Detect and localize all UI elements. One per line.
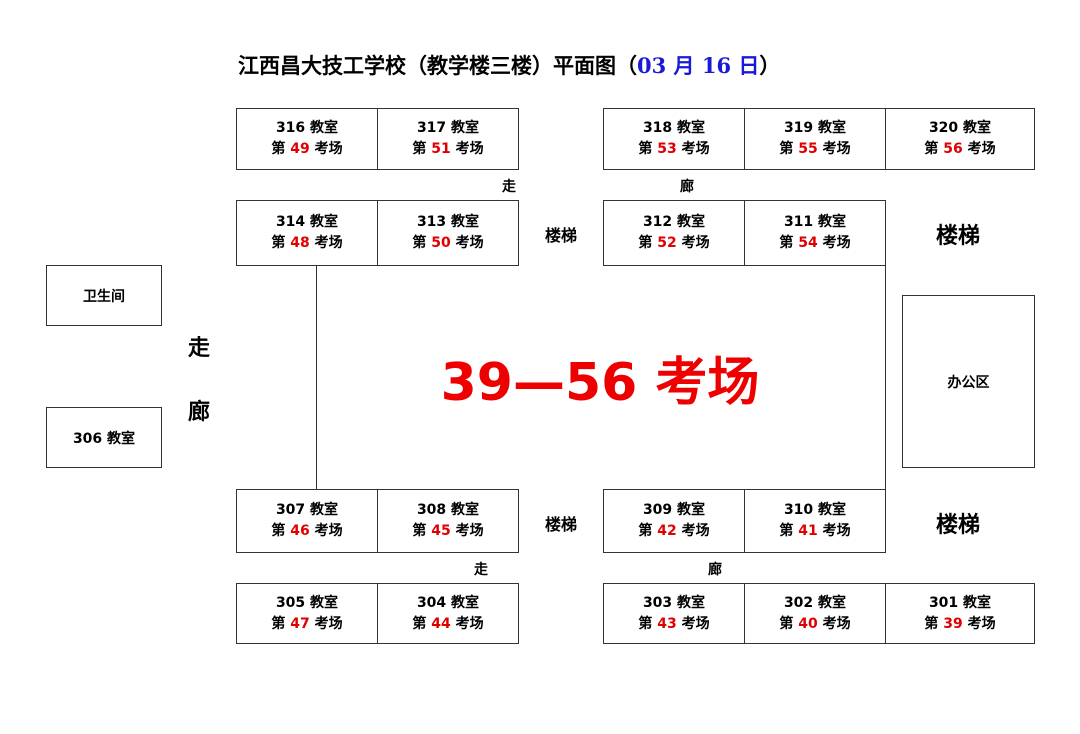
room-name: 309 教室 — [642, 502, 706, 518]
stairs-label: 楼梯 — [545, 226, 578, 245]
room-309: 309 教室 第 42 考场 — [603, 489, 745, 553]
room-304: 304 教室 第 44 考场 — [377, 583, 519, 644]
room-name: 310 教室 — [783, 502, 847, 518]
title-prefix: 江西昌大技工学校（教学楼三楼）平面图（ — [238, 53, 637, 78]
room-305: 305 教室 第 47 考场 — [236, 583, 378, 644]
exam-label: 第 39 考场 — [924, 615, 996, 632]
room-name: 316 教室 — [275, 120, 339, 136]
room-name: 320 教室 — [928, 120, 992, 136]
exam-number: 44 — [431, 615, 451, 632]
courtyard-left-edge — [316, 266, 317, 489]
room-name: 301 教室 — [928, 594, 992, 611]
room-313: 313 教室 第 50 考场 — [377, 200, 519, 266]
exam-number: 49 — [290, 141, 310, 157]
room-310: 310 教室 第 41 考场 — [744, 489, 886, 553]
room-name: 317 教室 — [416, 120, 480, 136]
stairs-label: 楼梯 — [936, 512, 981, 538]
room-316: 316 教室 第 49 考场 — [236, 108, 378, 170]
room-name: 313 教室 — [416, 214, 480, 230]
page-title: 江西昌大技工学校（教学楼三楼）平面图（03 月 16 日） — [238, 50, 780, 80]
exam-number: 39 — [943, 615, 963, 632]
exam-label: 第 45 考场 — [412, 523, 484, 539]
room-name: 304 教室 — [416, 594, 480, 611]
exam-label: 第 50 考场 — [412, 235, 484, 251]
room-318: 318 教室 第 53 考场 — [603, 108, 745, 170]
room-314: 314 教室 第 48 考场 — [236, 200, 378, 266]
stairs-label: 楼梯 — [545, 515, 578, 534]
exam-label: 第 48 考场 — [271, 235, 343, 251]
exam-label: 第 46 考场 — [271, 523, 343, 539]
exam-number: 48 — [290, 235, 310, 251]
exam-number: 51 — [431, 141, 451, 157]
toilet-box: 卫生间 — [46, 265, 162, 326]
corridor-label-zou: 走 — [502, 179, 516, 195]
room-name: 312 教室 — [642, 214, 706, 230]
center-exam-range: 39—56 考场 — [440, 353, 760, 413]
exam-number: 52 — [657, 235, 677, 251]
room-name: 308 教室 — [416, 502, 480, 518]
exam-label: 第 49 考场 — [271, 141, 343, 157]
title-suffix: ） — [759, 53, 781, 78]
room-name: 319 教室 — [783, 120, 847, 136]
room-name: 302 教室 — [783, 594, 847, 611]
exam-label: 第 40 考场 — [779, 615, 851, 632]
exam-number: 50 — [431, 235, 451, 251]
exam-number: 40 — [798, 615, 818, 632]
title-date: 03 月 16 日 — [637, 53, 760, 78]
exam-label: 第 41 考场 — [779, 523, 851, 539]
exam-number: 47 — [290, 615, 310, 632]
room-name: 314 教室 — [275, 214, 339, 230]
exam-number: 56 — [943, 141, 963, 157]
room-name: 318 教室 — [642, 120, 706, 136]
corridor-label-lang: 廊 — [708, 562, 722, 578]
room-312: 312 教室 第 52 考场 — [603, 200, 745, 266]
exam-number: 43 — [657, 615, 677, 632]
exam-label: 第 43 考场 — [638, 615, 710, 632]
room-302: 302 教室 第 40 考场 — [744, 583, 886, 644]
office-box: 办公区 — [902, 295, 1035, 468]
exam-label: 第 53 考场 — [638, 141, 710, 157]
room-name: 303 教室 — [642, 594, 706, 611]
exam-number: 54 — [798, 235, 818, 251]
exam-number: 55 — [798, 141, 818, 157]
room-307: 307 教室 第 46 考场 — [236, 489, 378, 553]
room-317: 317 教室 第 51 考场 — [377, 108, 519, 170]
exam-label: 第 44 考场 — [412, 615, 484, 632]
exam-number: 53 — [657, 141, 677, 157]
corridor-label-lang: 廊 — [680, 179, 694, 195]
exam-number: 46 — [290, 523, 310, 539]
exam-number: 45 — [431, 523, 451, 539]
stairs-label: 楼梯 — [936, 223, 981, 249]
room-303: 303 教室 第 43 考场 — [603, 583, 745, 644]
corridor-label-lang: 廊 — [188, 399, 211, 425]
room-308: 308 教室 第 45 考场 — [377, 489, 519, 553]
exam-label: 第 54 考场 — [779, 235, 851, 251]
exam-label: 第 51 考场 — [412, 141, 484, 157]
exam-label: 第 56 考场 — [924, 141, 996, 157]
exam-label: 第 42 考场 — [638, 523, 710, 539]
room-320: 320 教室 第 56 考场 — [885, 108, 1035, 170]
corridor-label-zou: 走 — [474, 562, 488, 578]
room-319: 319 教室 第 55 考场 — [744, 108, 886, 170]
exam-label: 第 47 考场 — [271, 615, 343, 632]
exam-number: 41 — [798, 523, 818, 539]
exam-label: 第 55 考场 — [779, 141, 851, 157]
courtyard-right-edge — [885, 266, 886, 489]
corridor-label-zou: 走 — [188, 335, 211, 361]
room-306-box: 306 教室 — [46, 407, 162, 468]
room-301: 301 教室 第 39 考场 — [885, 583, 1035, 644]
room-name: 307 教室 — [275, 502, 339, 518]
exam-label: 第 52 考场 — [638, 235, 710, 251]
exam-number: 42 — [657, 523, 677, 539]
room-name: 305 教室 — [275, 594, 339, 611]
room-311: 311 教室 第 54 考场 — [744, 200, 886, 266]
room-name: 311 教室 — [783, 214, 847, 230]
